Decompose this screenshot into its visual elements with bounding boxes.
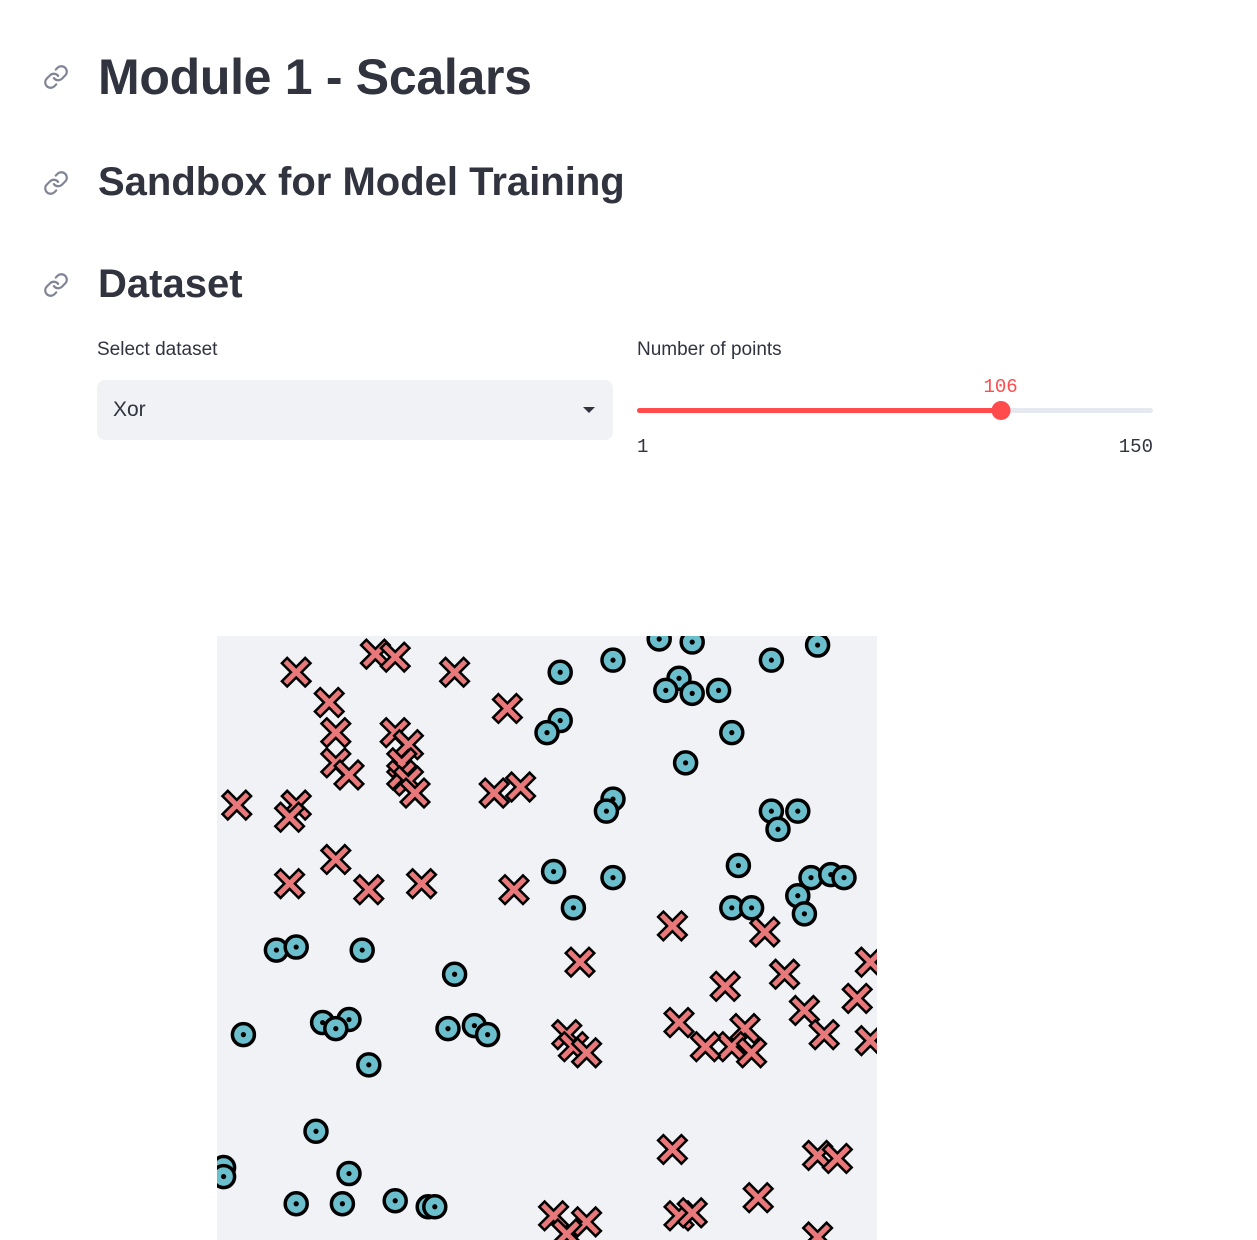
x-point <box>662 1006 696 1039</box>
o-point <box>600 864 626 891</box>
x-point <box>478 776 511 810</box>
o-point <box>356 1052 382 1078</box>
chevron-down-icon[interactable] <box>583 407 595 413</box>
o-point <box>422 1194 448 1220</box>
link-icon[interactable] <box>40 61 72 93</box>
o-point <box>765 816 791 843</box>
o-point <box>705 677 732 704</box>
number-of-points-label: Number of points <box>637 339 782 360</box>
x-point <box>742 1181 775 1214</box>
o-point <box>725 852 752 879</box>
x-point <box>220 789 253 822</box>
o-point <box>679 636 705 655</box>
o-point <box>672 750 699 776</box>
sandbox-heading: Sandbox for Model Training <box>40 160 625 205</box>
x-point <box>563 946 597 979</box>
x-point <box>854 946 877 979</box>
o-point <box>547 659 573 685</box>
slider-fill <box>637 408 1001 413</box>
select-dataset-label: Select dataset <box>97 339 218 360</box>
page-title: Module 1 - Scalars <box>98 49 532 105</box>
x-point <box>709 970 742 1003</box>
o-point <box>679 680 705 707</box>
o-point <box>283 1191 309 1217</box>
points-slider[interactable]: 106 1 150 <box>637 370 1153 460</box>
x-point <box>273 867 306 900</box>
x-point <box>332 758 366 791</box>
section-title: Sandbox for Model Training <box>98 160 625 204</box>
o-point <box>283 934 309 960</box>
o-point <box>534 719 560 746</box>
x-point <box>570 1205 603 1238</box>
x-point <box>504 770 537 804</box>
o-point <box>323 1015 349 1042</box>
o-point <box>791 901 818 927</box>
x-point <box>319 716 352 749</box>
x-point <box>405 867 438 900</box>
x-point <box>280 656 313 689</box>
o-point <box>441 961 468 987</box>
x-point <box>352 873 385 906</box>
x-point <box>398 776 432 810</box>
o-point <box>653 677 679 704</box>
dataset-heading: Dataset <box>40 262 243 307</box>
x-point <box>313 686 346 719</box>
o-point <box>336 1160 362 1187</box>
x-point <box>788 994 821 1027</box>
o-point <box>738 895 765 921</box>
x-point <box>748 915 781 949</box>
x-point <box>438 656 471 689</box>
o-point <box>593 798 620 824</box>
o-point <box>540 858 567 885</box>
o-point <box>230 1021 257 1048</box>
x-point <box>715 1030 748 1063</box>
o-point <box>785 798 811 824</box>
o-point <box>719 719 745 746</box>
x-point <box>319 843 352 876</box>
x-point <box>570 1036 603 1069</box>
o-point <box>435 1015 461 1042</box>
slider-thumb[interactable] <box>991 401 1011 420</box>
o-point <box>600 647 626 673</box>
x-point <box>497 873 531 906</box>
scatter-plot <box>217 636 877 1240</box>
o-point <box>646 636 672 652</box>
o-point <box>758 647 785 673</box>
x-point <box>550 1217 583 1240</box>
o-point <box>831 864 857 891</box>
x-point <box>379 641 412 674</box>
dataset-select[interactable]: Xor <box>97 380 613 440</box>
o-point <box>329 1191 356 1217</box>
slider-max-label: 150 <box>1118 436 1153 458</box>
dataset-select-value: Xor <box>113 398 146 421</box>
x-point <box>768 958 801 991</box>
x-point <box>808 1018 841 1051</box>
x-point <box>821 1142 854 1175</box>
o-point <box>382 1187 408 1214</box>
x-point <box>735 1036 768 1069</box>
x-point <box>841 982 874 1015</box>
x-point <box>854 1024 877 1057</box>
x-point <box>656 1133 689 1166</box>
link-icon[interactable] <box>40 167 72 199</box>
x-point <box>676 1196 709 1229</box>
o-point <box>349 937 375 963</box>
slider-current-value: 106 <box>983 376 1018 398</box>
o-point <box>474 1021 501 1048</box>
module-heading: Module 1 - Scalars <box>40 48 532 106</box>
o-point <box>303 1118 329 1145</box>
slider-min-label: 1 <box>637 436 649 458</box>
o-point <box>804 636 831 658</box>
link-icon[interactable] <box>40 269 72 301</box>
subsection-title: Dataset <box>98 262 243 306</box>
o-point <box>217 1163 237 1190</box>
x-point <box>491 692 524 725</box>
o-point <box>560 895 587 921</box>
x-point <box>656 909 689 942</box>
x-point <box>801 1220 834 1240</box>
x-point <box>689 1030 722 1063</box>
x-point <box>273 801 306 834</box>
